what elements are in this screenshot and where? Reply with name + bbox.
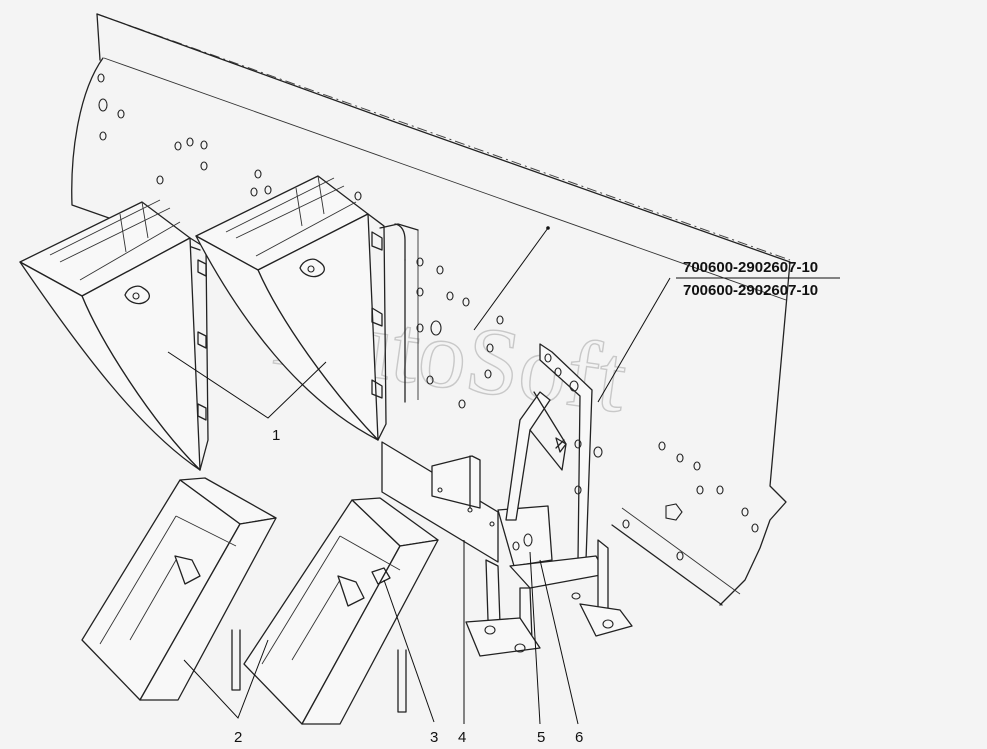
mudguard-bracket-right: [195, 175, 387, 441]
support-bracket: [465, 343, 633, 657]
callout-6: 6: [575, 729, 583, 746]
leader-lines: [167, 226, 840, 725]
box-left: [81, 477, 277, 701]
rail-holes: [97, 73, 759, 561]
part-code-bottom: 700600-2902607-10: [683, 282, 818, 299]
frame-rail: [71, 13, 791, 606]
part-code-top: 700600-2902607-10: [683, 259, 818, 276]
callout-3: 3: [430, 729, 438, 746]
callout-2: 2: [234, 729, 242, 746]
callout-numbers: 1 2 3 4 5 6: [234, 427, 583, 746]
callout-1: 1: [272, 427, 280, 444]
part-code-labels: 700600-2902607-10 700600-2902607-10: [683, 259, 818, 299]
callout-4: 4: [458, 729, 466, 746]
mudguard-bracket-left: [19, 199, 209, 471]
mount-plate: [381, 441, 499, 563]
box-right: [243, 497, 439, 725]
callout-5: 5: [537, 729, 545, 746]
